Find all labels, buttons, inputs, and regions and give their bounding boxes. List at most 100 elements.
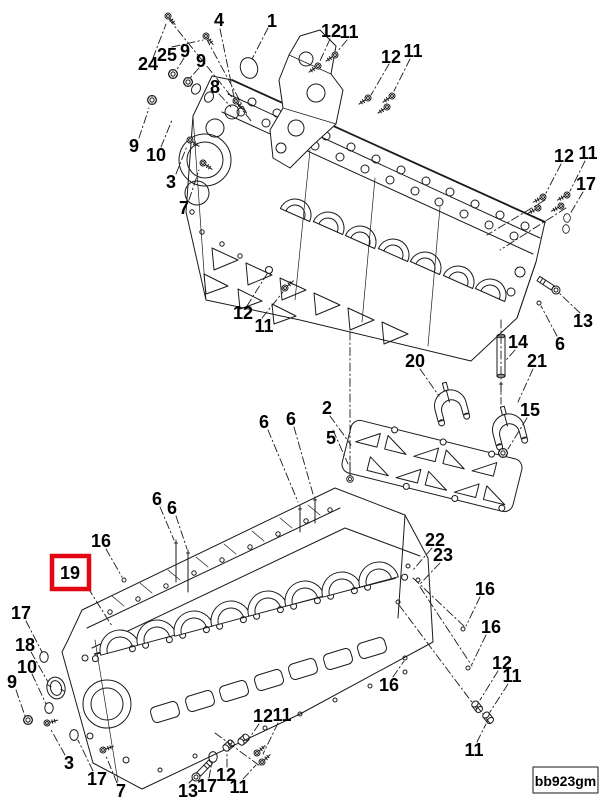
callout-17: 17 bbox=[87, 769, 107, 789]
cup-plug-icon bbox=[43, 674, 69, 702]
nut-icon bbox=[182, 76, 194, 88]
washer-icon bbox=[265, 266, 273, 274]
callout-17: 17 bbox=[11, 603, 31, 623]
callout-16: 16 bbox=[481, 617, 501, 637]
callout-22: 22 bbox=[425, 530, 445, 550]
callout-4: 4 bbox=[214, 10, 224, 30]
callout-12: 12 bbox=[233, 303, 253, 323]
callout-17: 17 bbox=[197, 776, 217, 796]
stud-part5 bbox=[346, 461, 354, 483]
callout-6: 6 bbox=[167, 498, 177, 518]
drawing-code-box: bb923gm bbox=[532, 766, 599, 794]
oring-icon bbox=[69, 729, 79, 741]
nut-icon bbox=[146, 94, 158, 106]
stud-tip-icon bbox=[405, 563, 411, 569]
callout-14: 14 bbox=[508, 332, 528, 352]
callout-12: 12 bbox=[321, 21, 341, 41]
nut-icon bbox=[167, 68, 179, 80]
deck-studs bbox=[121, 496, 317, 593]
callout-18: 18 bbox=[15, 635, 35, 655]
callout-13: 13 bbox=[573, 311, 593, 331]
cam-arches bbox=[279, 198, 507, 303]
bolt-icon bbox=[356, 93, 373, 108]
callout-9: 9 bbox=[7, 672, 17, 692]
callout-11: 11 bbox=[502, 666, 521, 686]
bolt-icon bbox=[375, 102, 392, 117]
nut-icon bbox=[497, 447, 509, 459]
bolt-icon bbox=[252, 742, 268, 758]
oring-icon bbox=[44, 702, 54, 714]
deck-detail bbox=[107, 504, 333, 615]
callout-23: 23 bbox=[433, 545, 453, 565]
callout-24: 24 bbox=[138, 54, 158, 74]
highlight-box bbox=[49, 553, 92, 592]
callout-1: 1 bbox=[267, 11, 277, 31]
callout-3: 3 bbox=[166, 172, 176, 192]
flywheel-end-face bbox=[81, 514, 406, 783]
front-gear-housing bbox=[178, 104, 243, 301]
oring-part1 bbox=[239, 57, 259, 79]
stud-tip-icon bbox=[460, 626, 466, 632]
callout-6: 6 bbox=[286, 409, 296, 429]
callout-25: 25 bbox=[157, 45, 177, 65]
callout-11: 11 bbox=[254, 316, 273, 336]
callout-12: 12 bbox=[216, 765, 236, 785]
long-bolt-icon bbox=[535, 274, 563, 297]
sleeve-icon bbox=[481, 710, 496, 726]
callout-11: 11 bbox=[464, 740, 483, 760]
oring-icon bbox=[562, 224, 570, 234]
bolt-icon bbox=[555, 190, 572, 204]
callout-3: 3 bbox=[64, 753, 74, 773]
callout-9: 9 bbox=[129, 136, 139, 156]
bearing-bracket-part20 bbox=[434, 381, 471, 427]
callout-13: 13 bbox=[178, 781, 198, 800]
callout-6: 6 bbox=[555, 334, 565, 354]
stud-tip-icon bbox=[465, 665, 471, 671]
callout-9: 9 bbox=[180, 41, 190, 61]
callout-6: 6 bbox=[152, 489, 162, 509]
stud-tip-icon bbox=[395, 599, 401, 605]
lattice-ribs bbox=[203, 247, 409, 345]
bolt-icon bbox=[42, 716, 59, 728]
lower-cylinder-block bbox=[61, 487, 434, 790]
callout-15: 15 bbox=[520, 400, 540, 420]
callout-7: 7 bbox=[179, 198, 189, 218]
stud-tip-icon bbox=[536, 300, 542, 306]
callout-20: 20 bbox=[405, 351, 425, 371]
callout-16: 16 bbox=[91, 531, 111, 551]
callout-11: 11 bbox=[403, 41, 422, 61]
filler-bracket-part4 bbox=[269, 29, 344, 169]
drawing-code: bb923gm bbox=[535, 773, 596, 789]
callout-16: 16 bbox=[475, 579, 495, 599]
callout-11: 11 bbox=[578, 143, 597, 163]
callout-5: 5 bbox=[326, 428, 336, 448]
callout-10: 10 bbox=[17, 657, 37, 677]
callout-2: 2 bbox=[322, 398, 332, 418]
ladder-frame-part2 bbox=[341, 419, 523, 513]
callout-10: 10 bbox=[146, 145, 166, 165]
bolt-icon bbox=[549, 201, 566, 215]
callout-11: 11 bbox=[229, 777, 248, 797]
oring-icon bbox=[563, 213, 571, 223]
main-bearing-arches bbox=[91, 561, 409, 663]
callout-12: 12 bbox=[253, 706, 273, 726]
callout-11: 11 bbox=[339, 22, 358, 42]
callout-7: 7 bbox=[116, 781, 126, 800]
leader-lines bbox=[15, 17, 586, 784]
callout-19-highlighted: 19 bbox=[60, 563, 80, 583]
stud-tip-icon bbox=[402, 655, 408, 661]
callout-16: 16 bbox=[379, 675, 399, 695]
callout-12: 12 bbox=[554, 146, 574, 166]
callout-11: 11 bbox=[272, 705, 291, 725]
callout-8: 8 bbox=[210, 77, 220, 97]
fastener-icons bbox=[22, 11, 572, 784]
oring-icon bbox=[39, 651, 49, 663]
nut-icon bbox=[22, 714, 34, 726]
callout-12: 12 bbox=[492, 653, 512, 673]
callout-9: 9 bbox=[196, 51, 206, 71]
callout-21: 21 bbox=[527, 351, 547, 371]
callout-17: 17 bbox=[576, 174, 596, 194]
